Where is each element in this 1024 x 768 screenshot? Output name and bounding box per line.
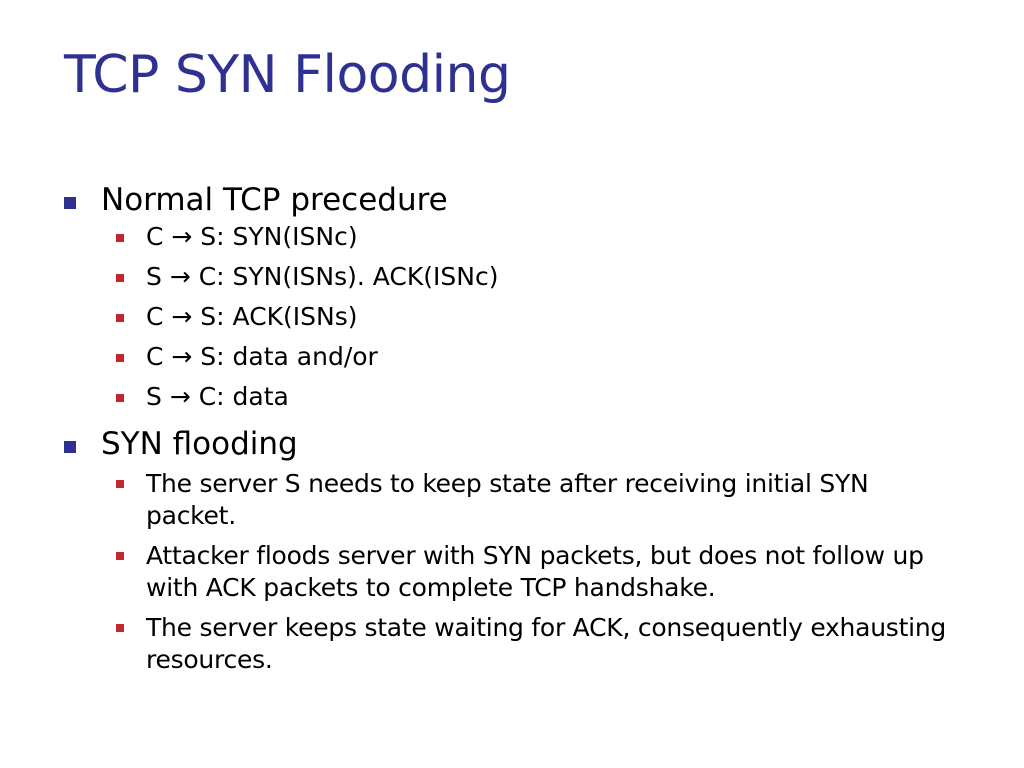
handshake-step-text: C → S: data and/or [146,342,378,371]
bullet-syn-flooding: SYN flooding [64,422,984,466]
square-bullet-icon [64,197,76,209]
square-bullet-icon [116,624,124,632]
handshake-step: S → C: SYN(ISNs). ACK(ISNc) [116,262,984,292]
handshake-step: C → S: SYN(ISNc) [116,222,984,252]
syn-flooding-point: The server S needs to keep state after r… [116,468,954,532]
square-bullet-icon [64,441,76,453]
square-bullet-icon [116,480,124,488]
syn-flooding-points-list: The server S needs to keep state after r… [116,468,984,676]
square-bullet-icon [116,274,124,282]
bullet-heading: SYN flooding [101,426,298,462]
syn-flooding-point-text: The server S needs to keep state after r… [146,469,869,530]
handshake-step-text: C → S: SYN(ISNc) [146,222,358,251]
handshake-step-text: C → S: ACK(ISNs) [146,302,358,331]
handshake-step-text: S → C: SYN(ISNs). ACK(ISNc) [146,262,499,291]
square-bullet-icon [116,314,124,322]
handshake-step: C → S: ACK(ISNs) [116,302,984,332]
handshake-step-text: S → C: data [146,382,289,411]
slide-title: TCP SYN Flooding [64,45,511,105]
syn-flooding-point-text: The server keeps state waiting for ACK, … [146,613,947,674]
square-bullet-icon [116,354,124,362]
square-bullet-icon [116,234,124,242]
handshake-steps-list: C → S: SYN(ISNc) S → C: SYN(ISNs). ACK(I… [116,222,984,412]
syn-flooding-point: The server keeps state waiting for ACK, … [116,612,954,676]
slide-body: Normal TCP precedure C → S: SYN(ISNc) S … [64,178,984,684]
square-bullet-icon [116,394,124,402]
bullet-normal-tcp-procedure: Normal TCP precedure [64,178,984,222]
handshake-step: S → C: data [116,382,984,412]
syn-flooding-point-text: Attacker floods server with SYN packets,… [146,541,924,602]
syn-flooding-point: Attacker floods server with SYN packets,… [116,540,954,604]
handshake-step: C → S: data and/or [116,342,984,372]
bullet-heading: Normal TCP precedure [101,182,448,218]
square-bullet-icon [116,552,124,560]
